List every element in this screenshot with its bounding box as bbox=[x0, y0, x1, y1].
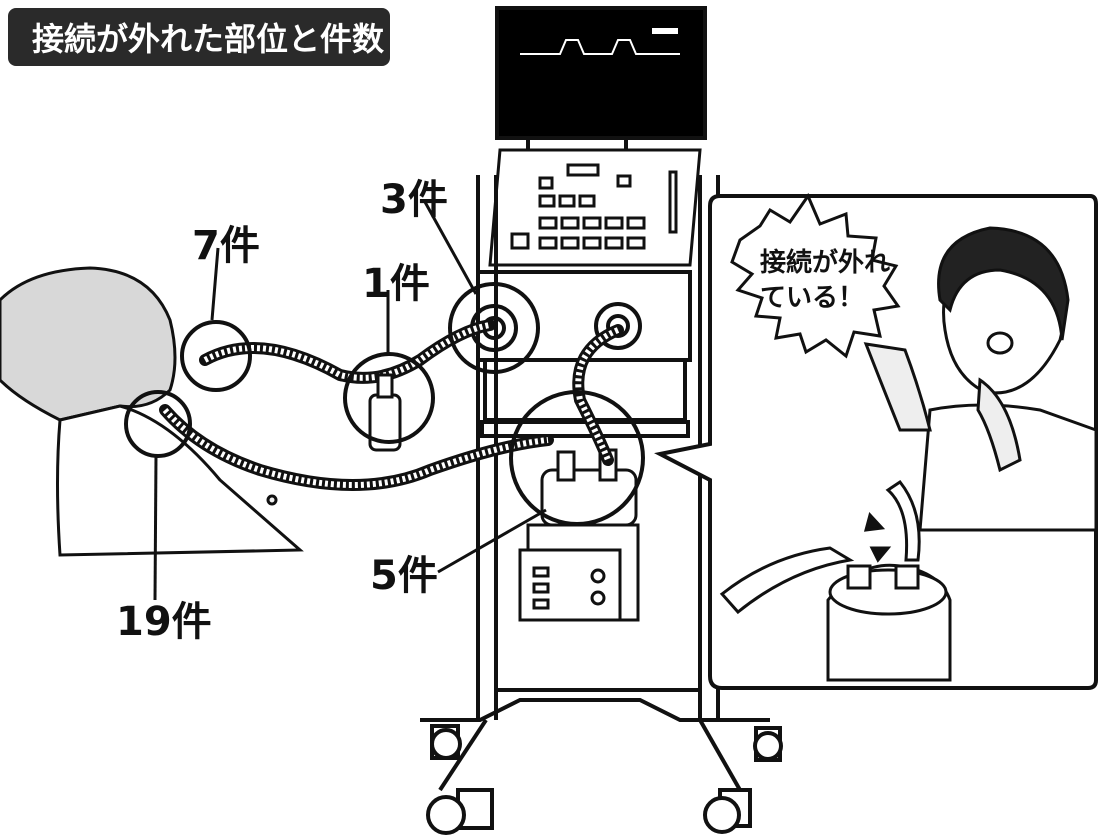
speech-burst bbox=[730, 192, 901, 359]
speech-line-1: 接続が外れ bbox=[760, 248, 891, 278]
count-label-3: 3件 bbox=[380, 177, 448, 223]
tubing-inner bbox=[162, 322, 620, 488]
monitor bbox=[495, 6, 707, 152]
speech-text: 接続が外れ ている！ bbox=[760, 246, 890, 316]
patient bbox=[0, 266, 304, 557]
page-title: 接続が外れた部位と件数 bbox=[8, 8, 390, 66]
nurse bbox=[863, 226, 1098, 532]
inset-humidifier bbox=[719, 479, 952, 682]
humidifier bbox=[518, 448, 640, 622]
control-panel bbox=[488, 148, 702, 267]
speech-line-2: ている！ bbox=[760, 283, 865, 314]
leader-lines bbox=[153, 201, 547, 601]
count-label-19: 19件 bbox=[116, 599, 212, 645]
count-label-7: 7件 bbox=[192, 223, 260, 269]
count-label-1: 1件 bbox=[362, 261, 430, 307]
count-label-5: 5件 bbox=[370, 553, 438, 599]
nebulizer bbox=[368, 373, 402, 452]
